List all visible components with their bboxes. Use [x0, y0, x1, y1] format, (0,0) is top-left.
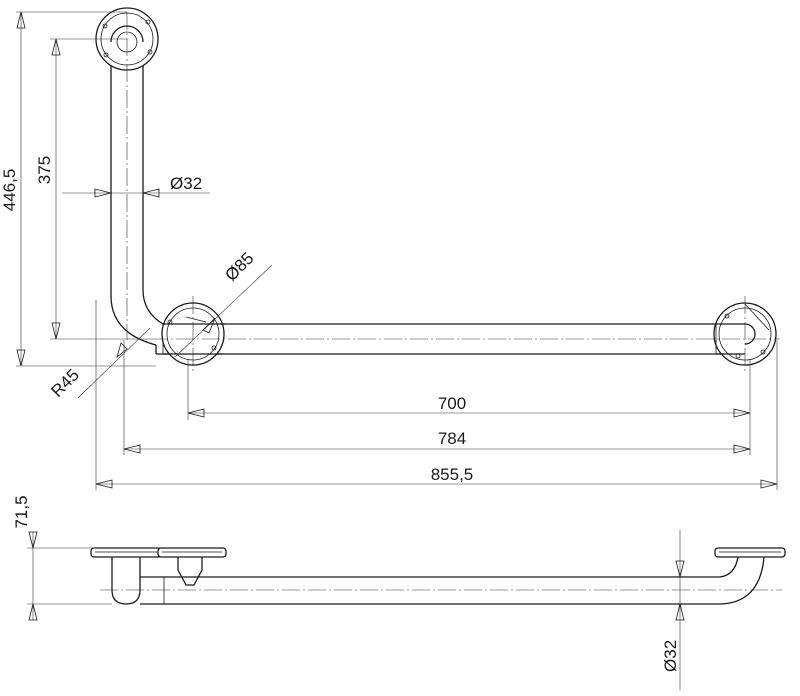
top-view: 446,5 375 Ø32 Ø85 R45 — [0, 7, 780, 490]
side-view: 71,5 Ø32 — [12, 495, 786, 690]
svg-text:Ø32: Ø32 — [170, 174, 202, 193]
dimension-centers-784-label: 784 — [438, 429, 466, 448]
side-flange-middle — [157, 547, 227, 558]
side-flange-right — [714, 547, 786, 558]
svg-text:Ø32: Ø32 — [661, 640, 680, 672]
dimension-bend-radius-label: R45 — [47, 365, 82, 400]
dimension-tube-diameter-top-label: 32 — [183, 174, 202, 193]
dimension-projection-label: 71,5 — [12, 495, 31, 528]
dimension-tube-diameter-side: Ø32 — [661, 530, 685, 690]
dimension-vertical-arm-label: 375 — [35, 156, 54, 184]
dimension-projection: 71,5 — [12, 495, 38, 621]
side-flange-left — [90, 547, 162, 558]
dimension-overall-length-label: 855,5 — [431, 465, 474, 484]
svg-text:Ø85: Ø85 — [221, 249, 257, 285]
corner-wall-flange — [161, 302, 225, 366]
horizontal-tube — [155, 323, 748, 355]
dimension-vertical-arm: 375 — [35, 38, 61, 340]
vertical-tube — [110, 36, 164, 346]
dimension-tube-diameter-top: Ø32 — [62, 174, 210, 198]
dimension-centers-700: 700 — [187, 394, 751, 418]
dimension-overall-length: 855,5 — [95, 465, 778, 489]
dimension-tube-diameter-side-label: 32 — [661, 640, 680, 659]
dimension-overall-height-label: 446,5 — [0, 169, 19, 212]
dimension-centers-784: 784 — [123, 429, 751, 454]
dimension-centers-700-label: 700 — [438, 394, 466, 413]
dimension-overall-height: 446,5 — [0, 11, 26, 367]
